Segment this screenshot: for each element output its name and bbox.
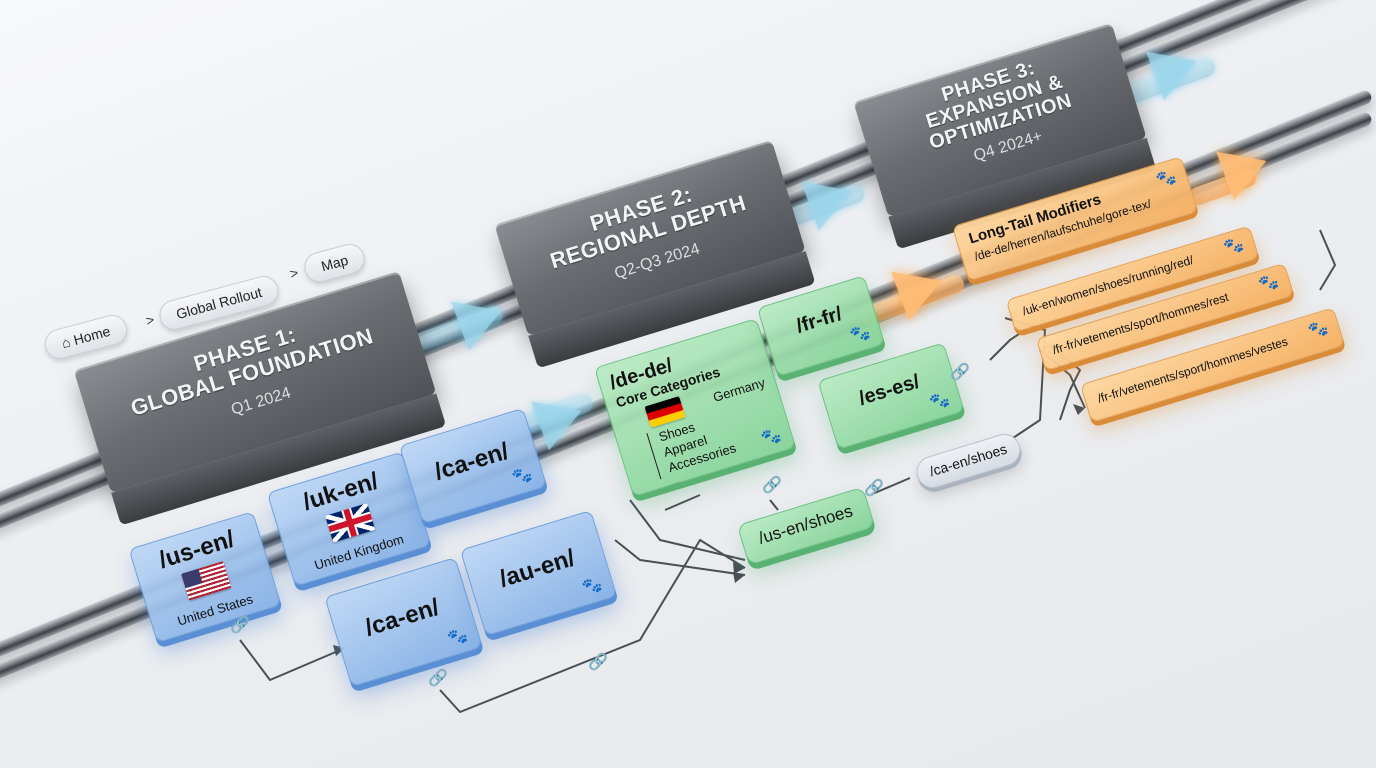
us-flag-icon <box>181 561 232 601</box>
paw-icon: 🐾 <box>1306 318 1331 342</box>
link-icon: 🔗 <box>588 654 608 671</box>
breadcrumb-map-label: Map <box>319 251 350 275</box>
link-icon: 🔗 <box>428 670 448 687</box>
home-icon: ⌂ <box>59 333 73 352</box>
link-icon: 🔗 <box>230 617 250 634</box>
paw-icon: 🐾 <box>445 626 470 649</box>
paw-icon: 🐾 <box>848 323 873 346</box>
paw-icon: 🐾 <box>927 390 952 413</box>
uk-flag-icon <box>325 503 376 543</box>
paw-icon: 🐾 <box>759 426 784 449</box>
breadcrumb-home-label: Home <box>71 322 112 348</box>
paw-icon: 🐾 <box>1256 272 1281 295</box>
paw-icon: 🐾 <box>580 575 605 598</box>
paw-icon: 🐾 <box>1221 235 1246 258</box>
link-icon: 🔗 <box>950 364 970 381</box>
link-icon: 🔗 <box>762 477 782 494</box>
paw-icon: 🐾 <box>510 465 535 488</box>
link-icon: 🔗 <box>864 480 884 497</box>
